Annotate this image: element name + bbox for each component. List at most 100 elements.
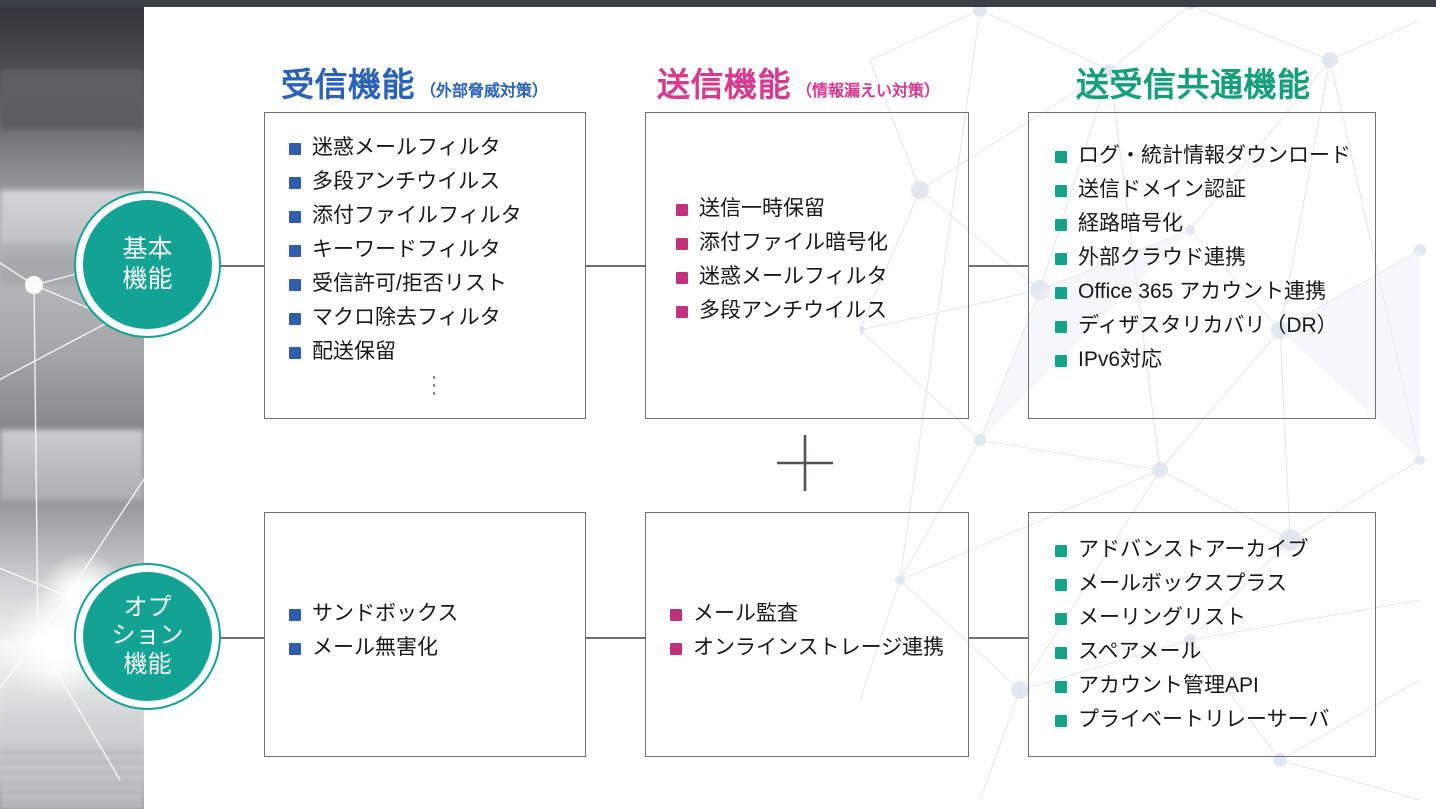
- badge-option-line-3: 機能: [123, 650, 172, 678]
- list-basic-receive: 迷惑メールフィルタ多段アンチウイルス添付ファイルフィルタキーワードフィルタ受信許…: [289, 137, 585, 362]
- bullet-square-icon: [1055, 151, 1067, 163]
- list-item-label: 多段アンチウイルス: [312, 170, 501, 193]
- list-item-label: IPv6対応: [1078, 348, 1163, 371]
- list-item: スペアメール: [1055, 641, 1375, 662]
- photo-band: [0, 430, 144, 500]
- list-item: アドバンストアーカイブ: [1055, 539, 1375, 560]
- bullet-square-icon: [1055, 715, 1067, 727]
- list-item: プライベートリレーサーバ: [1055, 709, 1375, 730]
- bullet-square-icon: [1055, 647, 1067, 659]
- list-item: 送信一時保留: [676, 198, 968, 219]
- list-item-label: 添付ファイルフィルタ: [312, 204, 522, 227]
- column-heading-common: 送受信共通機能: [1076, 58, 1311, 106]
- badge-basic-line-1: 基本: [122, 235, 173, 263]
- heading-receive-sub: （外部脅威対策）: [420, 83, 549, 100]
- list-item-label: キーワードフィルタ: [312, 238, 501, 261]
- top-rule: [0, 0, 1436, 7]
- list-option-send: メール監査オンラインストレージ連携: [670, 603, 968, 658]
- list-item-label: スペアメール: [1078, 640, 1202, 663]
- bullet-square-icon: [676, 204, 688, 216]
- list-item: IPv6対応: [1055, 349, 1375, 370]
- bullet-square-icon: [1055, 185, 1067, 197]
- bullet-square-icon: [289, 177, 301, 189]
- list-item: 迷惑メールフィルタ: [289, 137, 585, 158]
- bullet-square-icon: [289, 643, 301, 655]
- box-option-send[interactable]: メール監査オンラインストレージ連携: [645, 512, 969, 757]
- list-item-label: 配送保留: [312, 340, 396, 363]
- plus-sign-icon: [777, 435, 833, 491]
- heading-send-sub: （情報漏えい対策）: [796, 83, 941, 100]
- bullet-square-icon: [1055, 355, 1067, 367]
- connector-basic-to-receive: [219, 265, 264, 267]
- list-item: 送信ドメイン認証: [1055, 179, 1375, 200]
- list-item: キーワードフィルタ: [289, 239, 585, 260]
- photo-band: [0, 745, 144, 809]
- list-item-label: メール無害化: [312, 636, 438, 659]
- list-item-label: 外部クラウド連携: [1078, 246, 1246, 269]
- list-item-label: プライベートリレーサーバ: [1078, 708, 1330, 731]
- list-item-label: 添付ファイル暗号化: [699, 231, 888, 254]
- list-item: マクロ除去フィルタ: [289, 307, 585, 328]
- bullet-square-icon: [289, 211, 301, 223]
- list-item-label: 受信許可/拒否リスト: [312, 272, 507, 295]
- connector-receive-to-send: [586, 265, 645, 267]
- list-item: サンドボックス: [289, 603, 585, 624]
- heading-send-main: 送信機能: [657, 66, 791, 103]
- box-basic-send[interactable]: 送信一時保留添付ファイル暗号化迷惑メールフィルタ多段アンチウイルス: [645, 112, 969, 419]
- connector-option-to-receive: [219, 637, 264, 639]
- list-item: Office 365 アカウント連携: [1055, 281, 1375, 302]
- connector-option-receive-to-send: [586, 637, 645, 639]
- list-item: 外部クラウド連携: [1055, 247, 1375, 268]
- list-item-label: マクロ除去フィルタ: [312, 306, 501, 329]
- list-item: ディザスタリカバリ（DR）: [1055, 315, 1375, 336]
- badge-option[interactable]: オプ ション 機能: [83, 572, 212, 701]
- list-item-label: メールボックスプラス: [1078, 572, 1287, 595]
- badge-basic[interactable]: 基本 機能: [83, 200, 212, 329]
- bullet-square-icon: [1055, 321, 1067, 333]
- list-item: アカウント管理API: [1055, 675, 1375, 696]
- list-item-label: 迷惑メールフィルタ: [312, 136, 501, 159]
- bullet-square-icon: [670, 643, 682, 655]
- connector-option-send-to-common: [969, 637, 1028, 639]
- background-network-graphic: [860, 0, 1426, 801]
- list-item: 多段アンチウイルス: [289, 171, 585, 192]
- bullet-square-icon: [289, 143, 301, 155]
- bullet-square-icon: [1055, 579, 1067, 591]
- list-basic-send: 送信一時保留添付ファイル暗号化迷惑メールフィルタ多段アンチウイルス: [676, 198, 968, 321]
- bullet-square-icon: [676, 306, 688, 318]
- column-heading-receive: 受信機能（外部脅威対策）: [281, 58, 548, 106]
- list-item: 受信許可/拒否リスト: [289, 273, 585, 294]
- photo-band: [0, 70, 144, 130]
- bullet-square-icon: [1055, 545, 1067, 557]
- box-basic-receive[interactable]: 迷惑メールフィルタ多段アンチウイルス添付ファイルフィルタキーワードフィルタ受信許…: [264, 112, 586, 419]
- list-item: メールボックスプラス: [1055, 573, 1375, 594]
- list-item: メーリングリスト: [1055, 607, 1375, 628]
- badge-option-line-2: ション: [111, 622, 184, 650]
- connector-send-to-common: [969, 265, 1028, 267]
- list-item-label: 多段アンチウイルス: [699, 299, 888, 322]
- bullet-square-icon: [1055, 681, 1067, 693]
- bullet-square-icon: [1055, 613, 1067, 625]
- list-item: メール無害化: [289, 637, 585, 658]
- list-item-label: 迷惑メールフィルタ: [699, 265, 888, 288]
- bullet-square-icon: [670, 609, 682, 621]
- list-item-label: ログ・統計情報ダウンロード: [1078, 144, 1351, 167]
- list-item-label: メーリングリスト: [1078, 606, 1246, 629]
- list-option-common: アドバンストアーカイブメールボックスプラスメーリングリストスペアメールアカウント…: [1055, 539, 1375, 730]
- badge-basic-line-2: 機能: [122, 264, 173, 293]
- list-item-label: アカウント管理API: [1078, 674, 1259, 697]
- list-item: メール監査: [670, 603, 968, 624]
- list-option-receive: サンドボックスメール無害化: [289, 603, 585, 658]
- list-item-label: オンラインストレージ連携: [693, 636, 945, 659]
- list-item: 配送保留: [289, 341, 585, 362]
- bullet-square-icon: [289, 347, 301, 359]
- box-option-common[interactable]: アドバンストアーカイブメールボックスプラスメーリングリストスペアメールアカウント…: [1028, 512, 1376, 757]
- box-option-receive[interactable]: サンドボックスメール無害化: [264, 512, 586, 757]
- list-item-label: Office 365 アカウント連携: [1078, 280, 1327, 303]
- column-heading-send: 送信機能 （情報漏えい対策）: [657, 58, 940, 106]
- list-item-label: サンドボックス: [312, 602, 459, 625]
- list-item-label: 送信一時保留: [699, 197, 825, 220]
